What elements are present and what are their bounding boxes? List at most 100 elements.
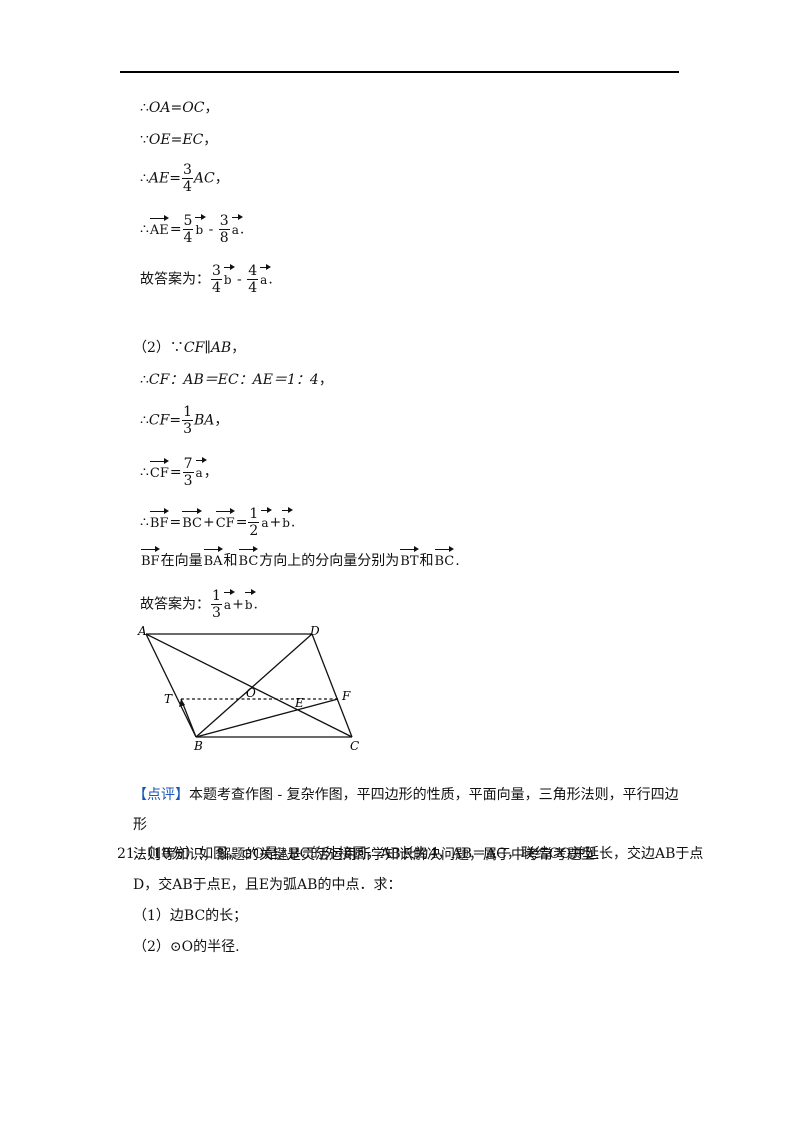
text: 方向上的分向量分别为 [259,553,400,569]
line-oe-ec: ∵OE=EC， [140,131,217,149]
vector-ae: AE [149,214,169,240]
label-c: C [350,739,359,753]
label-a: A [137,624,147,638]
punctuation: . [290,514,296,531]
denominator: 4 [248,280,258,296]
vector-cf: CF [215,507,235,533]
vector-label: BA [203,554,223,569]
vector-arrow-icon [400,546,419,552]
vector-b: b [223,263,235,289]
line-oa-oc: ∴OA=OC， [140,99,218,117]
vector-arrow-icon [149,507,169,514]
vector-label: b [282,515,290,530]
vector-arrow-icon [141,546,160,552]
side-dc [311,633,353,738]
equals-sign: = [235,514,248,531]
minus-sign: - [204,221,218,238]
denominator: 4 [183,179,192,195]
numerator: 1 [182,404,194,421]
punctuation: . [239,221,245,238]
comment-text: 本题考查作图 - 复杂作图，平四边形的性质，平面向量，三角形法则，平行四边形 [133,787,679,833]
punctuation: . [253,596,258,613]
vector-arrow-icon [149,457,169,464]
vector-label: b [195,222,204,237]
therefore-symbol: ∴ [140,412,149,429]
vector-label: BC [434,554,455,569]
parallelogram-figure: A D T O E F B C [137,624,359,753]
diagonal-bd [195,633,313,738]
vector-label: a [223,597,232,612]
equals-sign: = [169,464,182,481]
vector-label: BC [182,515,202,531]
vector-arrow-icon [203,546,223,552]
label-o: O [246,686,256,700]
vector-cf: CF [149,457,169,483]
vector-b: b [244,588,256,614]
vector-bf: BF [141,546,160,571]
vector-arrow-icon [260,263,272,270]
part-label: （2）∵ [133,340,184,356]
vector-arrow-icon [231,213,243,220]
label-d: D [309,624,320,638]
problem-21-question1: （1）边BC的长； [133,908,248,924]
vector-label: CF [215,515,235,531]
equals-sign: = [170,100,183,116]
text: 在向量 [160,553,203,569]
punctuation: ， [231,340,246,356]
vector-a: a [195,456,207,482]
statement: CF：AB＝EC：AE＝1：4 [148,372,319,388]
therefore-symbol: ∴ [140,170,149,187]
vector-arrow-icon [182,507,202,514]
vector-label: BF [149,515,169,531]
numerator: 1 [248,506,260,523]
label-t: T [164,692,173,706]
equals-sign: = [169,514,182,531]
vector-bc: BC [182,507,202,533]
plus-sign: + [202,514,215,531]
segment-label: BA [194,412,215,429]
segment-label: OC [182,100,205,116]
vector-a: a [261,506,273,532]
vector-arrow-icon [223,263,235,270]
comment-text: 法则等知识，解题的关键是灵活运用所学知识解决问题，属于中考常考题型. [133,847,600,863]
vector-label: a [261,515,269,530]
vector-a: a [231,213,243,239]
punctuation: . [268,271,273,288]
vector-arrow-icon [282,506,294,513]
vector-label: b [244,597,253,612]
label-e: E [294,696,304,710]
vector-b: b [282,506,294,532]
vector-label: a [195,465,203,480]
equals-sign: = [169,412,182,429]
punctuation: ， [203,464,218,481]
therefore-symbol: ∴ [140,464,149,481]
denominator: 4 [212,280,221,296]
denominator: 3 [183,421,193,437]
header-rule [120,71,679,73]
line-part2-given: （2）∵CF∥AB， [133,339,245,357]
numerator: 7 [182,456,194,473]
vector-label: BF [141,554,160,569]
vector-label: a [260,272,268,287]
vector-label: BT [400,554,419,569]
vector-a: a [260,263,272,289]
problem-21-question2: （2）⊙O的半径. [133,939,240,955]
text: 和 [223,553,238,569]
segment-label: OA [148,100,171,116]
segment-label: OE [148,132,171,148]
comment-tag: 【点评】 [133,787,189,803]
arrowhead-icon [179,699,185,707]
segment-label: CF [148,412,170,429]
